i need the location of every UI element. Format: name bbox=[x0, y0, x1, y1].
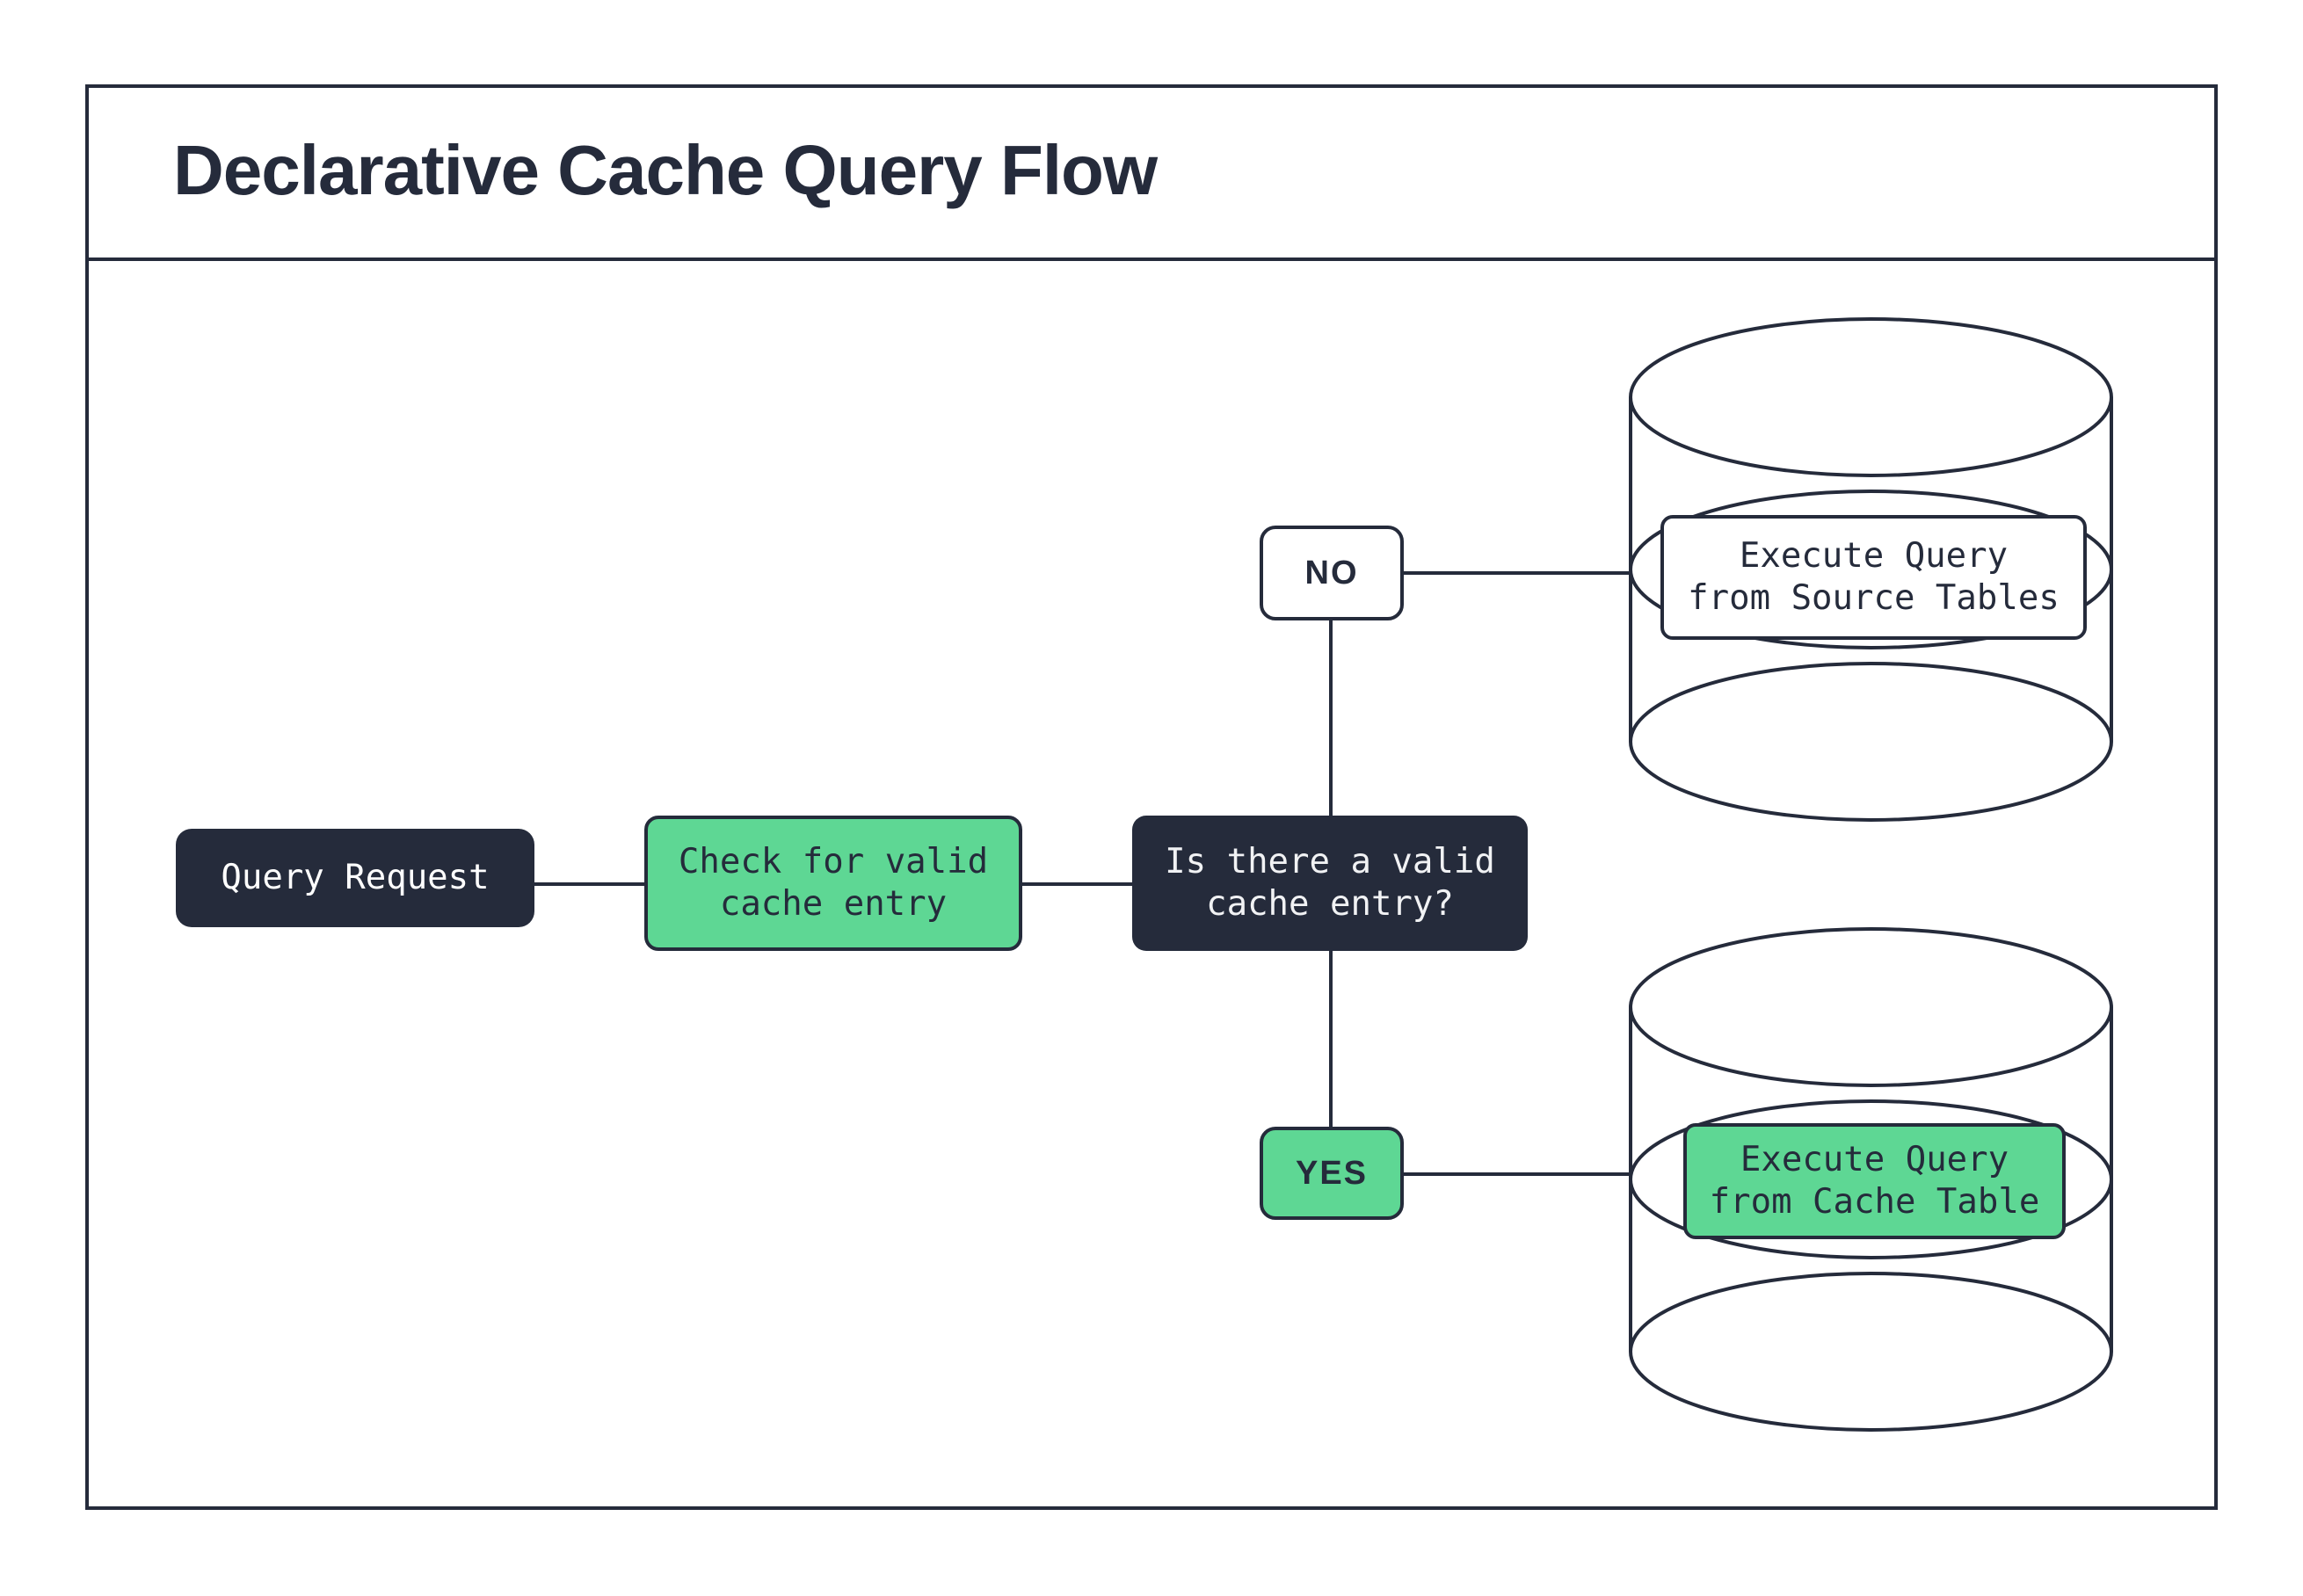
no-branch-label: NO bbox=[1260, 526, 1404, 620]
query-request-node: Query Request bbox=[176, 829, 534, 927]
source-database-cylinder-icon bbox=[1629, 317, 2113, 822]
cache-valid-decision-node: Is there a valid cache entry? bbox=[1132, 816, 1528, 951]
diagram-frame: Declarative Cache Query Flow bbox=[85, 84, 2218, 1510]
execute-cache-table-node: Execute Query from Cache Table bbox=[1683, 1123, 2066, 1239]
check-cache-node: Check for valid cache entry bbox=[644, 816, 1022, 951]
page-title: Declarative Cache Query Flow bbox=[173, 131, 1158, 209]
yes-branch-label: YES bbox=[1260, 1127, 1404, 1220]
execute-source-tables-node: Execute Query from Source Tables bbox=[1660, 515, 2087, 640]
cache-database-cylinder-icon bbox=[1629, 927, 2113, 1432]
diagram-header: Declarative Cache Query Flow bbox=[89, 88, 2214, 261]
